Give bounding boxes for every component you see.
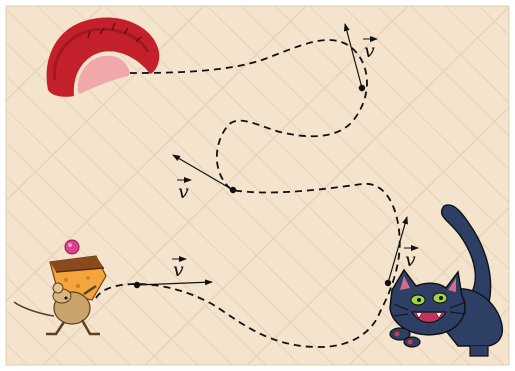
velocity-vector-3: v	[384, 216, 419, 287]
velocity-vector-1: v	[343, 23, 378, 92]
mouse-with-cake-icon	[13, 239, 107, 336]
velocity-label-2: v	[178, 181, 189, 203]
velocity-label-4: v	[173, 259, 184, 281]
velocity-label-1: v	[364, 40, 375, 62]
cat-icon	[389, 204, 504, 357]
velocity-vector-4: v	[133, 256, 213, 289]
velocity-vector-2: v	[172, 154, 237, 203]
mouse-hole-icon	[46, 17, 160, 97]
dashed-trajectory	[95, 39, 401, 348]
velocity-label-3: v	[405, 249, 416, 271]
